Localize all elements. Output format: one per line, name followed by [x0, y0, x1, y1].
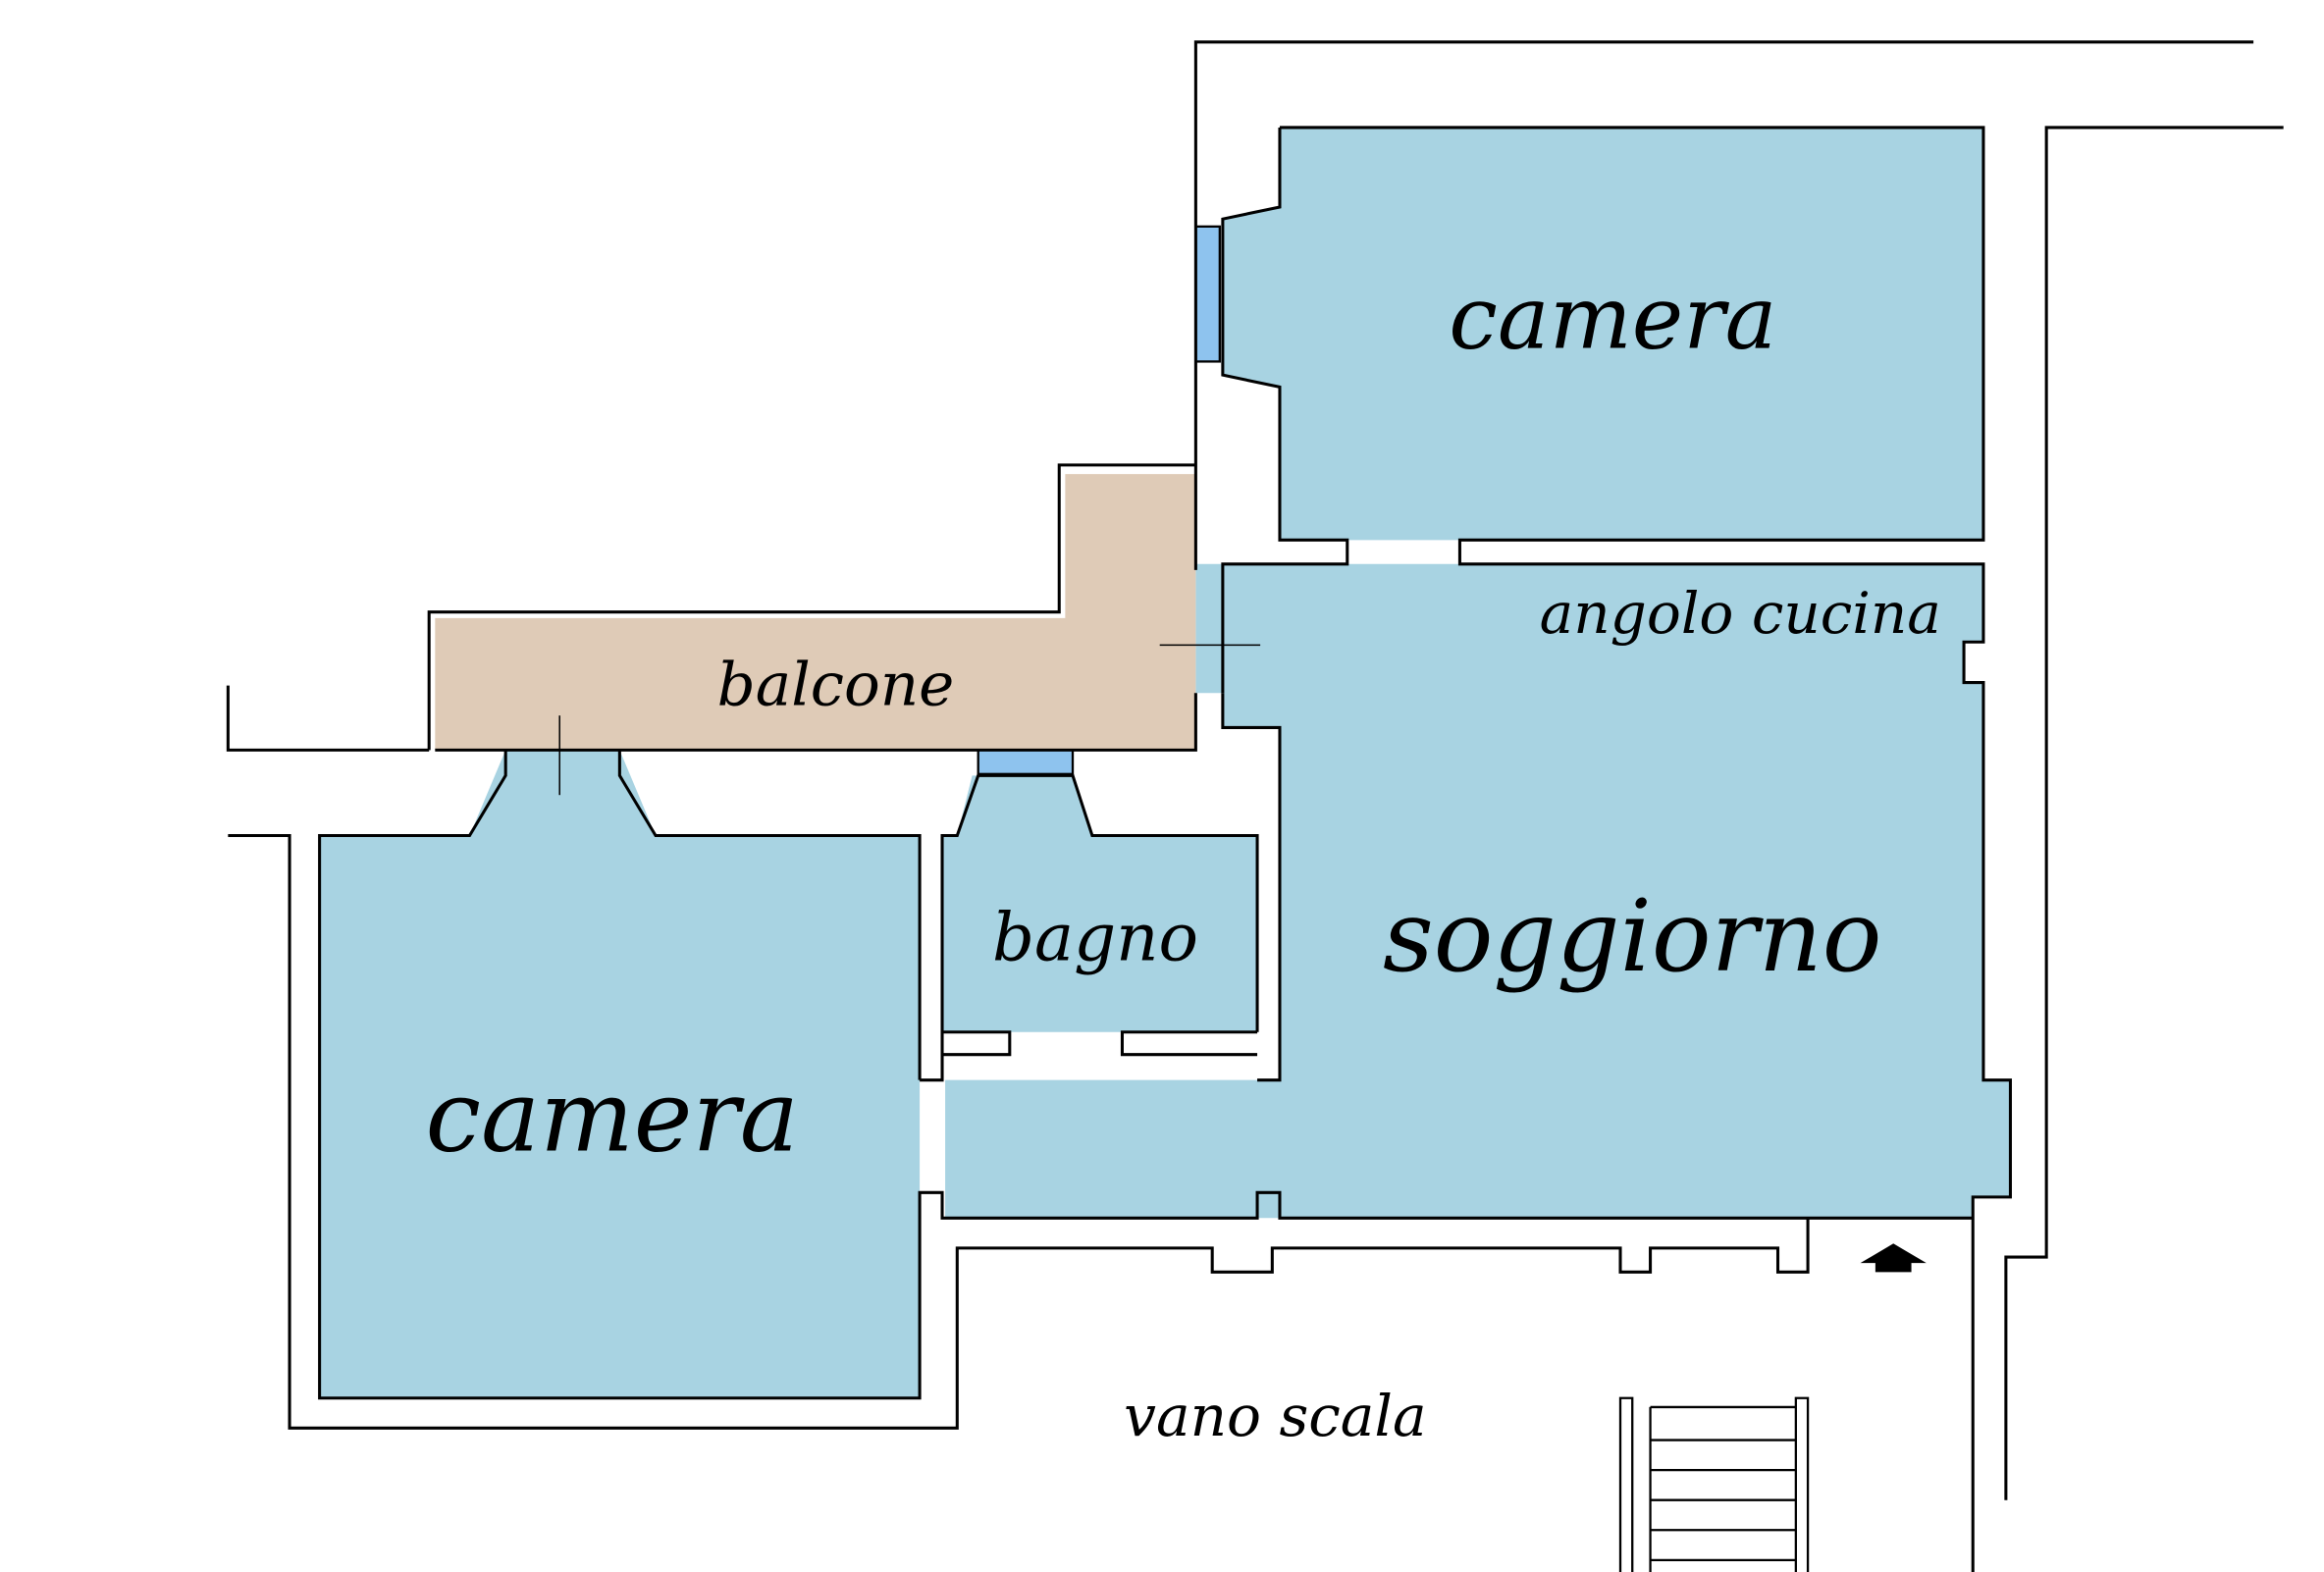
window-top	[1194, 225, 1221, 363]
label-soggiorno: soggiorno	[1383, 878, 1882, 994]
label-camera-top: camera	[1449, 268, 1776, 369]
entrance-arrow-icon	[1860, 1243, 1927, 1273]
label-angolo-cucina: angolo cucina	[1540, 580, 1941, 647]
room-soggiorno	[945, 563, 2011, 1219]
balcone-area	[435, 474, 1196, 751]
label-balcone: balcone	[717, 650, 955, 719]
rooms	[319, 127, 2011, 1398]
staircase-icon	[1618, 1396, 1810, 1572]
room-camera-top	[1222, 127, 1983, 541]
room-camera-bottom	[319, 750, 921, 1398]
label-bagno: bagno	[992, 899, 1198, 975]
walls	[226, 40, 2284, 1572]
room-bagno	[942, 775, 1258, 1032]
window-bagno	[977, 749, 1075, 775]
label-vano-scala: vano scala	[1124, 1383, 1426, 1449]
label-camera-bottom: camera	[426, 1059, 799, 1175]
